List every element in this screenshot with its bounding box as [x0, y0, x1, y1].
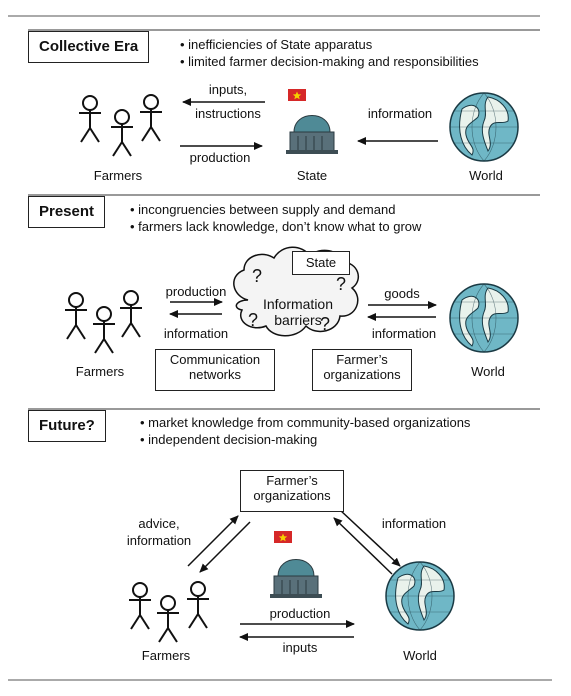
present-farmers-figures	[64, 290, 143, 354]
goods-label: goods	[384, 286, 420, 301]
information-label: information	[367, 106, 433, 121]
arrow-farmers-to-org	[187, 515, 239, 567]
future-bullets: • market knowledge from community-based …	[140, 414, 470, 448]
cloud-barriers-label: barriers	[274, 312, 322, 328]
future-state-building-icon	[269, 559, 323, 599]
present-state-box: State	[292, 251, 350, 275]
farmers-label: Farmer’s	[336, 352, 388, 367]
bullet: • incongruencies between supply and dema…	[130, 202, 396, 217]
future-flag-icon	[274, 531, 292, 543]
collective-farmers-label: Farmers	[93, 168, 143, 183]
networks-label: networks	[188, 367, 242, 382]
present-information-right-label: information	[371, 326, 437, 341]
present-production-label: production	[165, 284, 227, 299]
arrow-org-to-farmers	[199, 521, 251, 573]
collective-era-bullets: • inefficiencies of State apparatus • li…	[180, 36, 479, 70]
question-mark: ?	[320, 314, 331, 334]
present-farmers-label: Farmers	[75, 364, 125, 379]
communication-networks-box: Communication networks	[155, 349, 275, 391]
collective-flag-icon	[288, 89, 306, 101]
collective-farmers-figures	[78, 94, 163, 157]
bullet: • limited farmer decision-making and res…	[180, 54, 479, 69]
future-information-label: information	[381, 516, 447, 531]
collective-state-building-icon	[285, 115, 339, 155]
present-farmers-organizations-box: Farmer’s organizations	[312, 349, 412, 391]
future-inputs-label: inputs	[282, 640, 318, 655]
future-world-label: World	[403, 648, 437, 663]
collective-state-label: State	[296, 168, 328, 183]
future-farmers-label: Farmers	[141, 648, 191, 663]
future-farmers-organizations-box: Farmer’s organizations	[240, 470, 344, 512]
inputs-label: inputs,	[208, 82, 248, 97]
instructions-label: instructions	[195, 106, 261, 121]
question-mark: ?	[336, 274, 347, 294]
collective-world-label: World	[469, 168, 503, 183]
cloud-information-label: Information	[262, 296, 334, 312]
present-world-label: World	[471, 364, 505, 379]
collective-world-globe-icon	[449, 92, 519, 162]
future-farmers-figures	[128, 581, 210, 643]
future-title: Future?	[28, 410, 106, 442]
question-mark: ?	[252, 266, 263, 286]
farmers-label: Farmer’s	[266, 473, 318, 488]
question-mark: ?	[248, 310, 259, 330]
bullet: • market knowledge from community-based …	[140, 415, 471, 430]
organizations-label: organizations	[253, 488, 331, 503]
collective-era-title: Collective Era	[28, 31, 150, 63]
arrow-world-to-org	[333, 517, 393, 575]
communication-label: Communication	[169, 352, 261, 367]
present-bullets: • incongruencies between supply and dema…	[130, 201, 421, 235]
future-world-globe-icon	[385, 561, 455, 631]
organizations-label: organizations	[323, 367, 401, 382]
present-world-globe-icon	[449, 283, 519, 353]
advice-label: advice,	[138, 516, 180, 531]
bullet: • independent decision-making	[140, 432, 318, 447]
bullet: • farmers lack knowledge, don’t know wha…	[130, 219, 422, 234]
future-production-label: production	[269, 606, 331, 621]
bullet: • inefficiencies of State apparatus	[180, 37, 373, 52]
arrow-org-to-world	[339, 509, 401, 567]
production-label: production	[189, 150, 251, 165]
present-information-left-label: information	[163, 326, 229, 341]
present-title: Present	[28, 196, 106, 228]
advice-information-label: information	[126, 533, 192, 548]
